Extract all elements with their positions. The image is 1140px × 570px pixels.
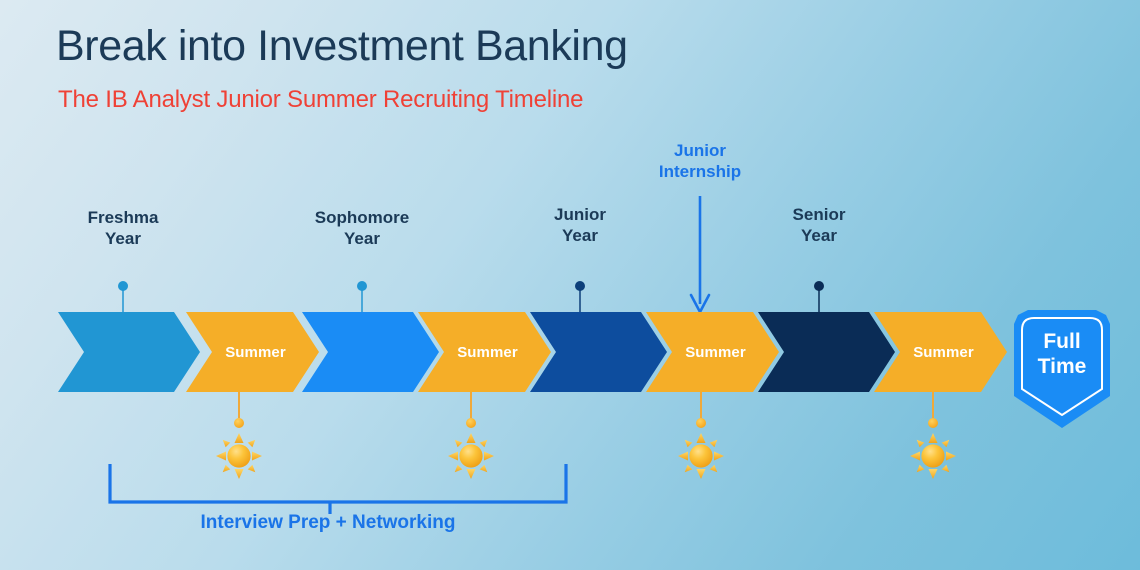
chevron-school-year[interactable]	[302, 312, 439, 392]
summer-sun-marker	[909, 392, 957, 484]
sun-glyph	[909, 432, 957, 485]
chevron-label: Summer	[225, 343, 286, 361]
year-marker-dot	[357, 281, 367, 291]
year-label-line1: Junior	[554, 205, 606, 224]
sun-marker-dot	[466, 418, 476, 428]
sun-glyph	[447, 432, 495, 485]
year-label-line2: Year	[344, 228, 380, 248]
callout-line2: Internship	[658, 161, 742, 181]
chevron-summer[interactable]: Summer	[186, 312, 319, 392]
sun-marker-dot	[928, 418, 938, 428]
sun-marker-stem	[470, 392, 472, 418]
sun-icon	[910, 433, 956, 479]
year-label-line1: Sophomore	[314, 208, 410, 227]
page-subtitle: The IB Analyst Junior Summer Recruiting …	[58, 86, 584, 113]
callout-line1: Junior	[674, 141, 726, 160]
sun-icon	[448, 433, 494, 479]
year-marker-dot	[575, 281, 585, 291]
interview-prep-label: Interview Prep + Networking	[200, 512, 456, 533]
year-label-line2: Year	[801, 225, 837, 245]
sun-marker-dot	[234, 418, 244, 428]
chevron-label: Summer	[457, 343, 518, 361]
full-time-badge-outline	[1021, 317, 1103, 416]
junior-internship-callout-label: Junior Internship	[659, 141, 741, 182]
sun-marker-stem	[700, 392, 702, 418]
year-label-line2: Year	[562, 225, 598, 245]
year-marker-stem	[579, 289, 581, 321]
summer-sun-marker	[447, 392, 495, 484]
year-marker-stem	[361, 289, 363, 321]
full-time-badge-line1: Full	[1043, 330, 1081, 353]
sun-glyph	[677, 432, 725, 485]
year-label-line1: Senior	[792, 205, 846, 224]
sun-icon	[678, 433, 724, 479]
year-label-line2: Year	[105, 228, 141, 248]
summer-sun-marker	[677, 392, 725, 484]
year-marker-dot	[814, 281, 824, 291]
year-marker-stem	[818, 289, 820, 321]
full-time-badge-text: Full Time	[1014, 330, 1110, 380]
sun-icon	[216, 433, 262, 479]
sun-marker-stem	[238, 392, 240, 418]
chevron-school-year[interactable]	[58, 312, 200, 392]
year-marker-dot	[118, 281, 128, 291]
year-marker-stem	[122, 289, 124, 321]
full-time-badge[interactable]: Full Time	[1014, 310, 1110, 428]
full-time-badge-line2: Time	[1037, 354, 1087, 378]
year-label-line1: Freshma	[87, 208, 159, 227]
sun-marker-stem	[932, 392, 934, 418]
interview-prep-bracket	[108, 464, 568, 514]
summer-sun-marker	[215, 392, 263, 484]
chevron-label: Summer	[913, 343, 974, 361]
down-arrow-icon	[689, 196, 711, 314]
sun-glyph	[215, 432, 263, 485]
sun-marker-dot	[696, 418, 706, 428]
page-title: Break into Investment Banking	[56, 22, 628, 70]
chevron-label: Summer	[685, 343, 746, 361]
